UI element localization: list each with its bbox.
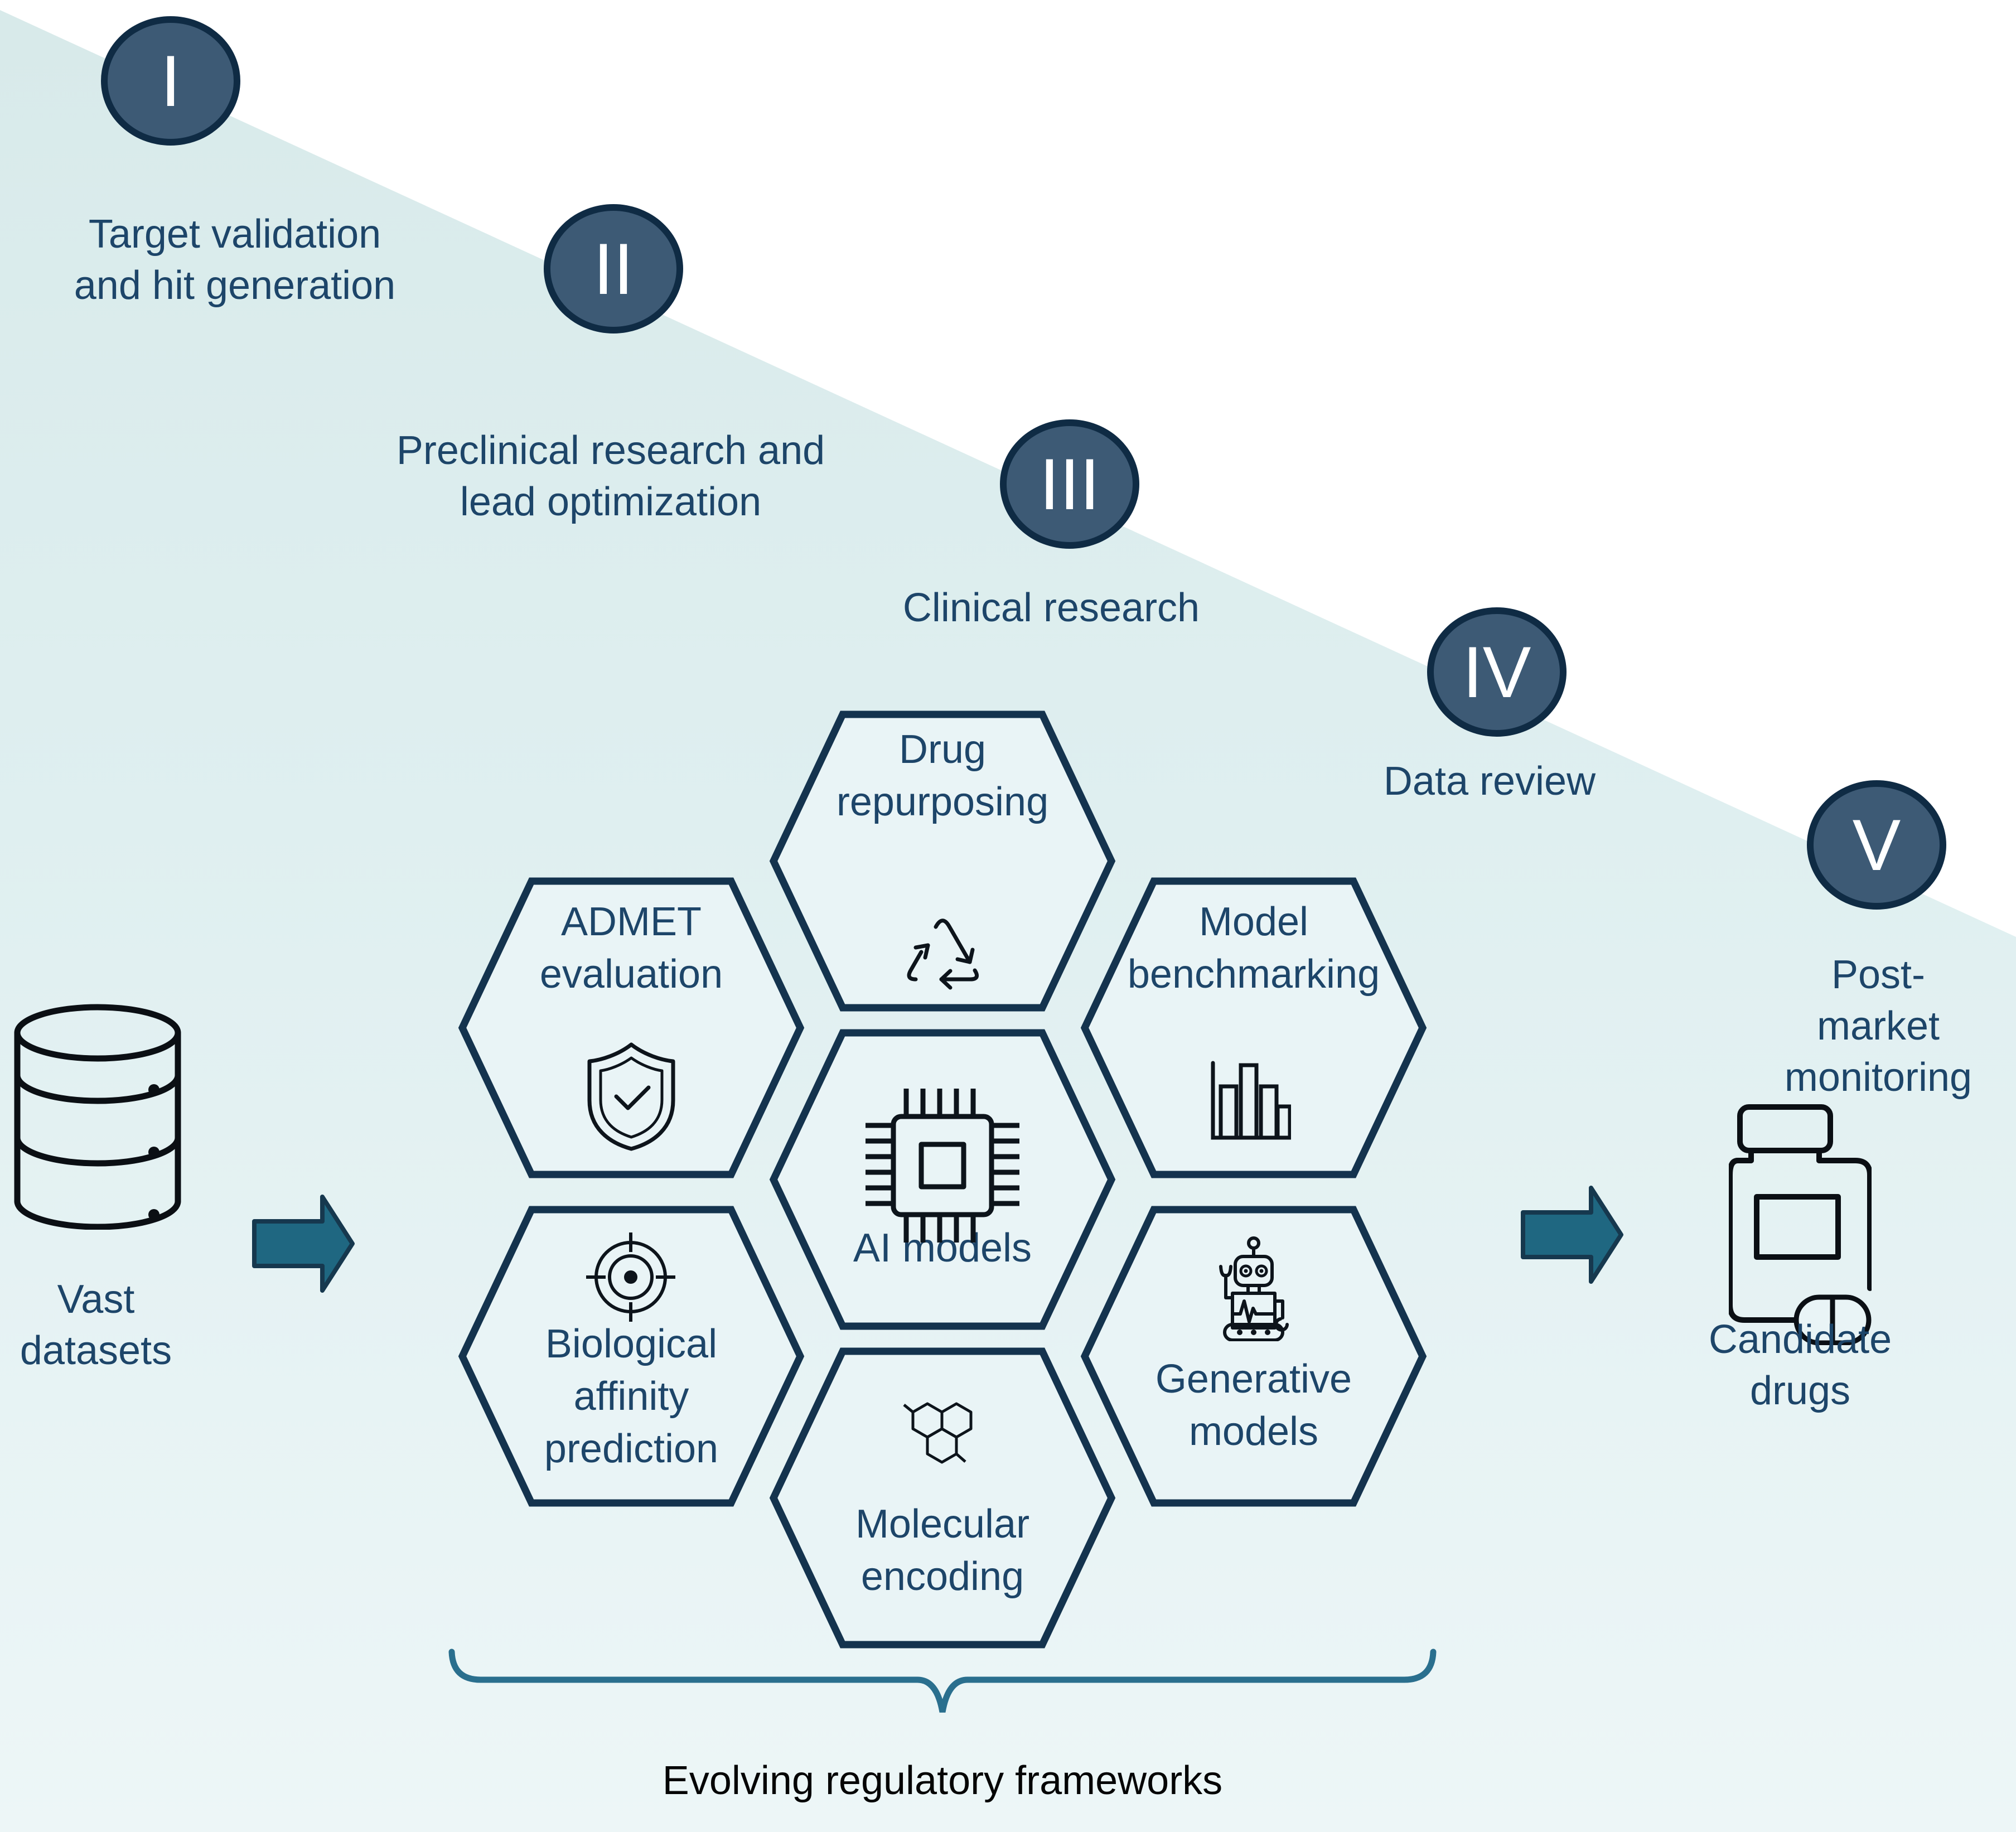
target-icon	[586, 1232, 675, 1322]
stage-circle-2: II	[544, 204, 683, 333]
stage-label-2: Preclinical research and lead optimizati…	[396, 428, 825, 524]
stage-numeral-5: V	[1852, 804, 1901, 886]
recycle-icon	[907, 919, 979, 990]
robot-icon	[1219, 1236, 1289, 1341]
hex-label-line: Biological	[545, 1322, 718, 1366]
hex-generative-models: Generative models	[1080, 1206, 1427, 1507]
hex-admet-evaluation: ADMET evaluation	[458, 877, 805, 1178]
stage-circle-3: III	[1000, 419, 1139, 549]
shield-check-icon	[587, 1042, 675, 1151]
hex-biological-affinity: Biological affinity prediction	[458, 1206, 805, 1507]
stage-circle-4: IV	[1427, 607, 1567, 737]
hex-label-line: Drug	[898, 727, 987, 772]
pill-bottle-icon	[1729, 1104, 1872, 1345]
hex-label-line: Model	[1198, 900, 1309, 944]
stage-label-4: Data review	[1383, 759, 1596, 804]
hex-drug-repurposing: Drug repurposing	[769, 710, 1116, 1012]
hex-label-line: evaluation	[539, 952, 723, 997]
flow-arrow-right	[1521, 1186, 1623, 1284]
stage-circle-1: I	[101, 16, 240, 146]
stage-circle-5: V	[1807, 780, 1946, 910]
stage-label-1: Target validation and hit generation	[74, 212, 396, 308]
stage-label-5: Post-market monitoring	[1784, 953, 1973, 1100]
hex-ai-models: AI models	[769, 1029, 1116, 1330]
output-label: Candidate drugs	[1708, 1317, 1892, 1413]
brace-caption: Evolving regulatory frameworks	[662, 1758, 1223, 1803]
hex-label-line: prediction	[544, 1427, 719, 1471]
molecule-icon	[903, 1402, 973, 1464]
database-icon	[14, 1004, 181, 1230]
brace	[448, 1649, 1437, 1713]
input-label: Vast datasets	[20, 1277, 172, 1373]
stage-numeral-4: IV	[1462, 631, 1531, 713]
hex-label-line: affinity	[573, 1374, 689, 1419]
hex-model-benchmarking: Model benchmarking	[1080, 877, 1427, 1178]
stage-label-3: Clinical research	[902, 586, 1200, 630]
hex-label-line: Generative	[1155, 1357, 1352, 1401]
hex-molecular-encoding: Molecular encoding	[769, 1347, 1116, 1649]
hex-label-line: benchmarking	[1127, 952, 1380, 997]
hex-label-line: ADMET	[561, 900, 702, 944]
bar-chart-icon	[1211, 1061, 1291, 1140]
stage-numeral-1: I	[160, 40, 181, 122]
stage-numeral-3: III	[1039, 443, 1100, 525]
chip-icon	[866, 1089, 1019, 1243]
hex-label-line: AI models	[853, 1226, 1032, 1270]
stage-numeral-2: II	[593, 228, 634, 310]
hex-label-line: repurposing	[836, 780, 1049, 824]
hex-label-line: encoding	[860, 1554, 1024, 1599]
hex-label-line: models	[1188, 1409, 1319, 1454]
hex-label-line: Molecular	[855, 1502, 1030, 1546]
flow-arrow-left	[252, 1195, 355, 1293]
